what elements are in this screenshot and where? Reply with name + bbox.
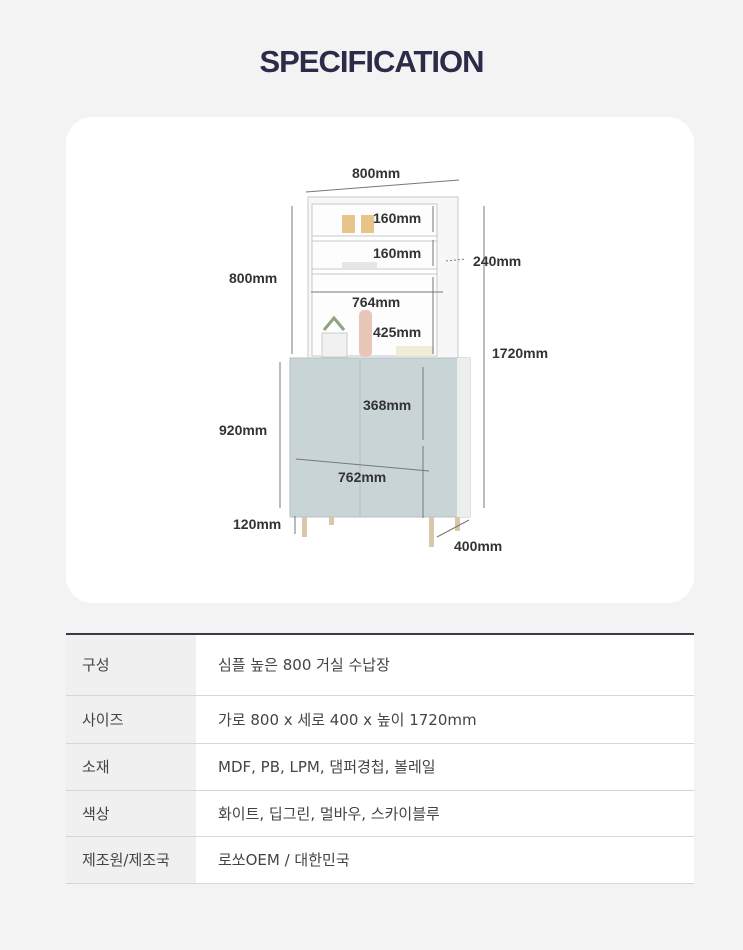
dim-open-height: 425mm — [373, 324, 422, 340]
cabinet-illustration — [279, 179, 485, 547]
dim-shelf2: 160mm — [373, 245, 422, 261]
dim-upper-height: 800mm — [229, 270, 278, 286]
dim-depth-upper: 240mm — [473, 253, 522, 269]
dim-inner-width-upper: 764mm — [352, 294, 401, 310]
dim-leg-height: 120mm — [233, 516, 282, 532]
spec-value: 심플 높은 800 거실 수납장 — [196, 634, 694, 696]
dim-top-width: 800mm — [352, 165, 401, 181]
spec-value: 가로 800 x 세로 400 x 높이 1720mm — [196, 695, 694, 744]
spec-label: 제조원/제조국 — [66, 836, 196, 884]
spec-value: MDF, PB, LPM, 댐퍼경첩, 볼레일 — [196, 743, 694, 791]
dim-inner-width-lower: 762mm — [338, 469, 387, 485]
spec-label: 색상 — [66, 790, 196, 837]
page-title: SPECIFICATION — [259, 44, 484, 79]
dim-shelf1: 160mm — [373, 210, 422, 226]
spec-value: 로쏘OEM / 대한민국 — [196, 836, 694, 884]
spec-label: 사이즈 — [66, 695, 196, 744]
spec-label: 구성 — [66, 634, 196, 696]
dim-door-height: 368mm — [363, 397, 412, 413]
dim-total-height: 1720mm — [492, 345, 549, 361]
dim-lower-height: 920mm — [219, 422, 268, 438]
spec-value: 화이트, 딥그린, 멀바우, 스카이블루 — [196, 790, 694, 837]
spec-label: 소재 — [66, 743, 196, 791]
dim-depth-lower: 400mm — [454, 538, 503, 554]
